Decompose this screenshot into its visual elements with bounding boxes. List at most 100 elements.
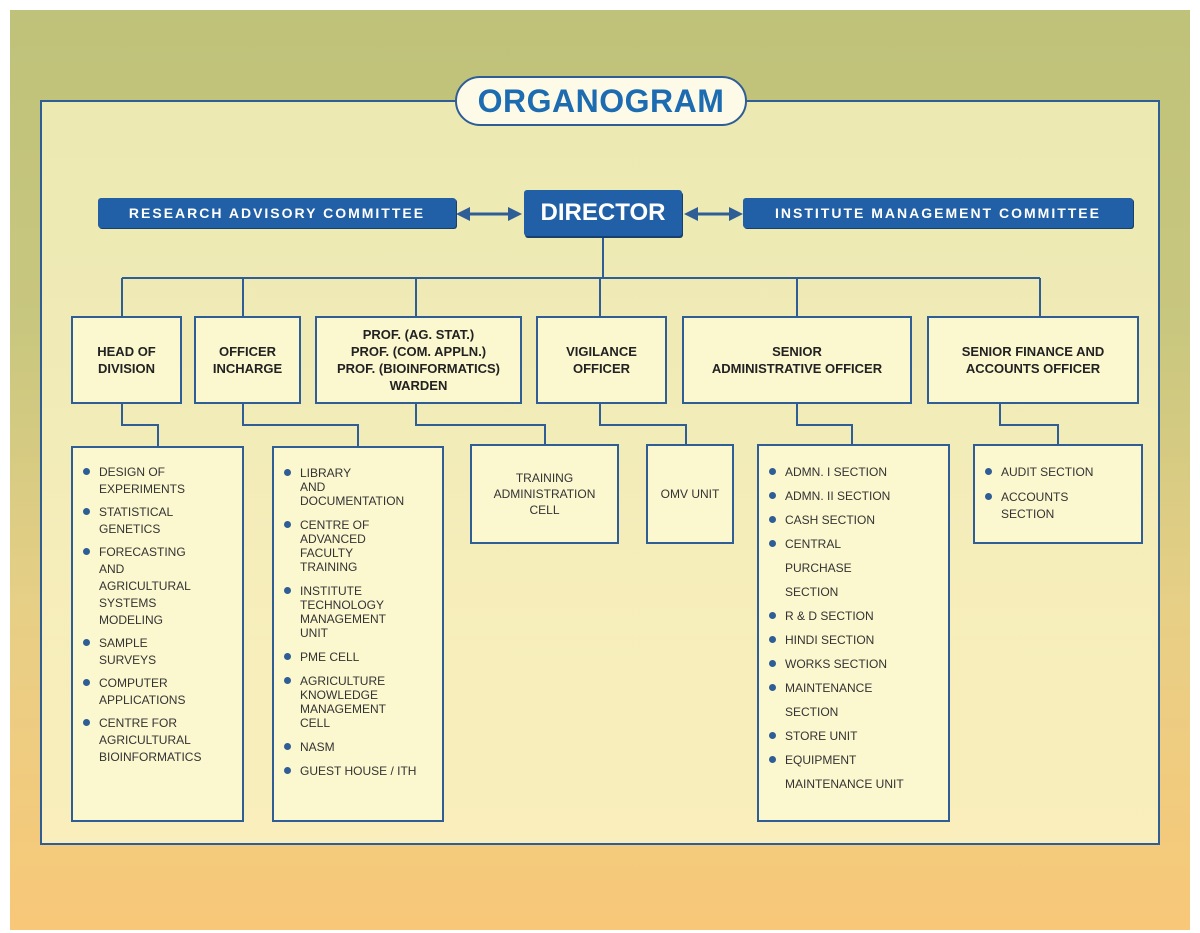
item-line: DOCUMENTATION: [300, 494, 405, 508]
bullet-icon: [83, 548, 90, 555]
head-line: SENIOR: [772, 344, 822, 359]
item-line: MODELING: [99, 613, 164, 627]
bullet-icon: [284, 767, 291, 774]
senior-finance-officer-text: SENIOR FINANCE AND ACCOUNTS OFFICER: [962, 343, 1105, 377]
admin-units-list: ADMN. I SECTION ADMN. II SECTION CASH SE…: [759, 460, 948, 796]
elbow-5: [796, 404, 853, 444]
list-item: HINDI SECTION: [759, 628, 948, 652]
item-line: CENTRE FOR: [99, 716, 177, 730]
bullet-icon: [769, 540, 776, 547]
head-line: PROF. (AG. STAT.): [362, 327, 475, 342]
bullet-icon: [769, 612, 776, 619]
bullet-icon: [284, 653, 291, 660]
bullet-icon: [284, 521, 291, 528]
item-line: STATISTICAL: [99, 505, 174, 519]
bullet-icon: [769, 684, 776, 691]
title-pill: ORGANOGRAM: [455, 76, 747, 126]
senior-finance-officer-box: SENIOR FINANCE AND ACCOUNTS OFFICER: [927, 316, 1139, 404]
list-item: STATISTICAL GENETICS: [73, 504, 242, 538]
bullet-icon: [83, 639, 90, 646]
item-line: SURVEYS: [99, 653, 157, 667]
bullet-icon: [769, 732, 776, 739]
institute-management-committee: INSTITUTE MANAGEMENT COMMITTEE: [743, 198, 1133, 228]
item-line: CELL: [529, 503, 560, 517]
item-line: GUEST HOUSE / ITH: [300, 764, 417, 778]
bullet-icon: [985, 468, 992, 475]
item-line: CELL: [300, 716, 331, 730]
item-line: ACCOUNTS: [1001, 490, 1069, 504]
item-line: AGRICULTURAL: [99, 579, 191, 593]
research-advisory-committee: RESEARCH ADVISORY COMMITTEE: [98, 198, 456, 228]
institute-management-committee-label: INSTITUTE MANAGEMENT COMMITTEE: [775, 205, 1101, 221]
head-of-division-box: HEAD OF DIVISION: [71, 316, 182, 404]
bullet-icon: [284, 677, 291, 684]
head-line: ADMINISTRATIVE OFFICER: [711, 361, 883, 376]
senior-administrative-officer-box: SENIOR ADMINISTRATIVE OFFICER: [682, 316, 912, 404]
officer-incharge-text: OFFICER INCHARGE: [213, 343, 282, 377]
list-item: R & D SECTION: [759, 604, 948, 628]
bullet-icon: [769, 660, 776, 667]
elbow-2: [242, 404, 359, 446]
finance-units-box: AUDIT SECTION ACCOUNTS SECTION: [973, 444, 1143, 544]
elbow-6: [999, 404, 1059, 444]
list-item: NASM: [274, 740, 442, 754]
elbow-1: [121, 404, 159, 446]
item-line: UNIT: [300, 626, 328, 640]
item-line: DESIGN OF: [99, 465, 166, 479]
director-label: DIRECTOR: [540, 199, 666, 226]
finance-units-list: AUDIT SECTION ACCOUNTS SECTION: [975, 464, 1141, 523]
item-line: EQUIPMENT: [785, 753, 857, 767]
bullet-icon: [769, 492, 776, 499]
item-line: INSTITUTE: [300, 584, 362, 598]
head-line: OFFICER: [572, 361, 631, 376]
division-units-list: DESIGN OF EXPERIMENTS STATISTICAL GENETICS…: [73, 464, 242, 766]
item-line: FORECASTING: [99, 545, 186, 559]
item-line: AND: [99, 562, 125, 576]
bullet-icon: [83, 508, 90, 515]
item-line: SECTION: [785, 705, 839, 719]
head-of-division-text: HEAD OF DIVISION: [97, 343, 156, 377]
item-line: COMPUTER: [99, 676, 168, 690]
item-line: SECTION: [1001, 507, 1055, 521]
head-line: WARDEN: [389, 378, 448, 393]
elbow-4: [599, 404, 687, 444]
bullet-icon: [284, 743, 291, 750]
training-cell-text: TRAINING ADMINISTRATION CELL: [494, 470, 596, 518]
item-line: NASM: [300, 740, 335, 754]
professors-text: PROF. (AG. STAT.) PROF. (COM. APPLN.) PR…: [337, 326, 500, 394]
item-line: EXPERIMENTS: [99, 482, 186, 496]
item-line: CENTRAL: [785, 537, 842, 551]
item-line: APPLICATIONS: [99, 693, 186, 707]
list-item: COMPUTER APPLICATIONS: [73, 675, 242, 709]
arrow-left-head-b: [508, 207, 522, 221]
vigilance-officer-text: VIGILANCE OFFICER: [566, 343, 637, 377]
item-line: TRAINING: [300, 560, 358, 574]
item-line: MANAGEMENT: [300, 612, 387, 626]
item-line: GENETICS: [99, 522, 161, 536]
list-item: ACCOUNTS SECTION: [975, 489, 1141, 523]
item-line: R & D SECTION: [785, 609, 874, 623]
item-line: PURCHASE: [785, 561, 852, 575]
bullet-icon: [769, 516, 776, 523]
item-line: TECHNOLOGY: [300, 598, 385, 612]
list-item: AUDIT SECTION: [975, 464, 1141, 481]
head-line: INCHARGE: [212, 361, 283, 376]
item-line: MAINTENANCE UNIT: [785, 777, 904, 791]
item-line: SAMPLE: [99, 636, 148, 650]
division-units-box: DESIGN OF EXPERIMENTS STATISTICAL GENETICS…: [71, 446, 244, 822]
officer-incharge-box: OFFICER INCHARGE: [194, 316, 301, 404]
arrow-right-head-a: [684, 207, 698, 221]
arrow-right-head-b: [729, 207, 743, 221]
item-line: AGRICULTURE: [300, 674, 386, 688]
bullet-icon: [284, 469, 291, 476]
item-line: HINDI SECTION: [785, 633, 875, 647]
item-line: CASH SECTION: [785, 513, 876, 527]
list-item: EQUIPMENT MAINTENANCE UNIT: [759, 748, 948, 796]
item-line: KNOWLEDGE: [300, 688, 379, 702]
